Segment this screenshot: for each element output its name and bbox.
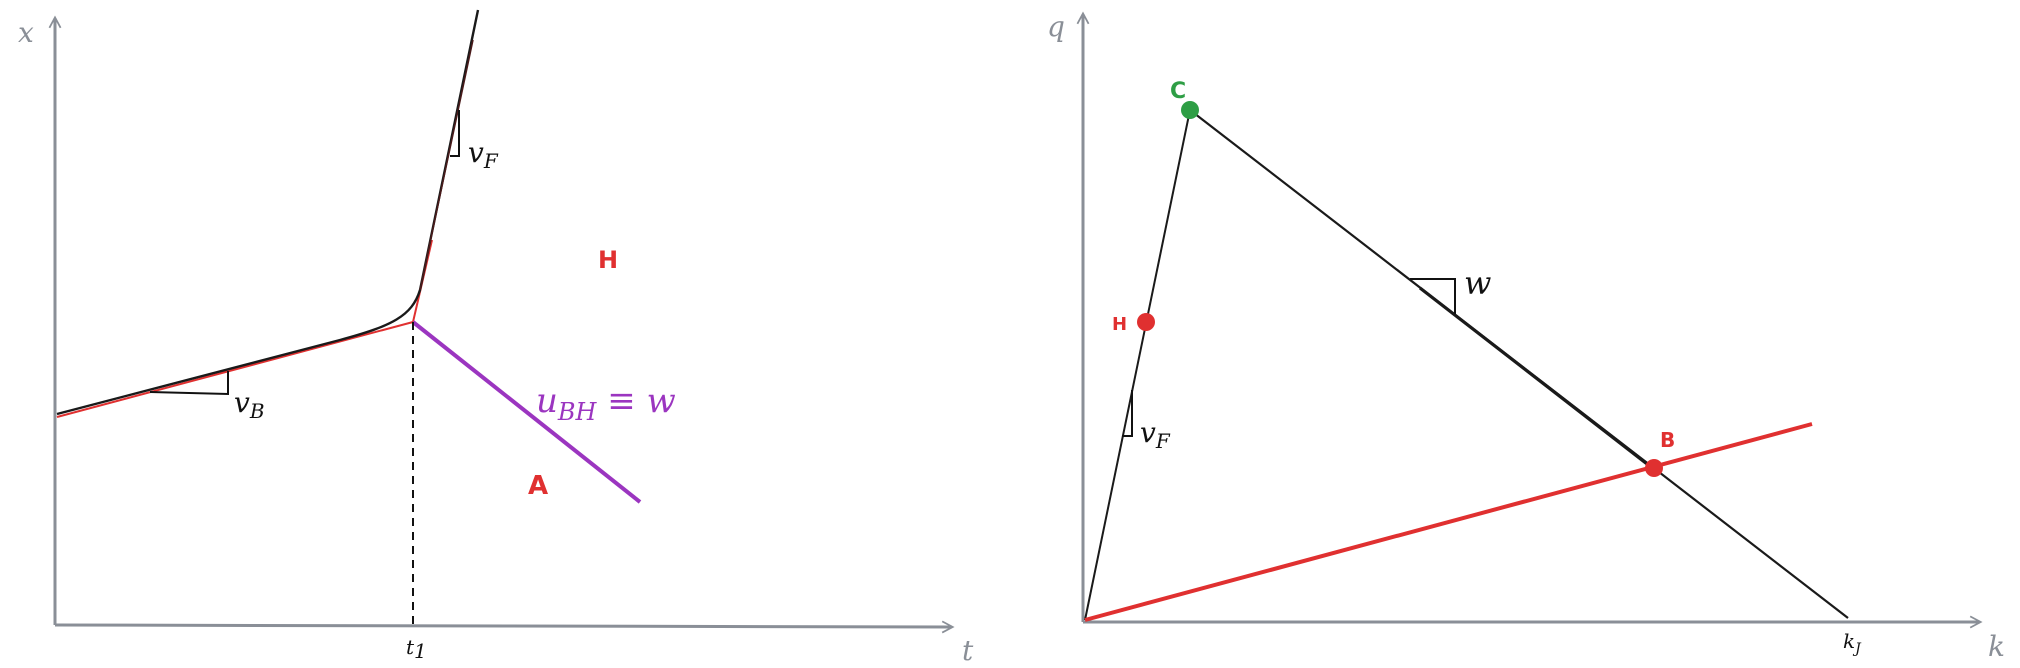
left-y-axis-label: x [18, 16, 34, 49]
left-x-axis [54, 620, 955, 634]
vF-slope-marker-right [1122, 390, 1133, 437]
t1-label: t1 [406, 635, 427, 663]
point-H-label: H [1112, 314, 1127, 335]
vB-slope-marker [149, 371, 229, 396]
left-panel: x t t1 vB vF H A uBH ≡ w [18, 9, 974, 667]
vB-label: vB [234, 386, 265, 423]
vF-slope-marker [450, 110, 460, 157]
point-B-label: B [1660, 428, 1675, 452]
left-shock-line [411, 320, 642, 504]
vF-label-left: vF [468, 136, 499, 173]
right-panel: q k C H B w vF kJ [1047, 10, 2005, 663]
left-x-axis-label: t [962, 634, 974, 667]
u-BH-equals-w-label: uBH ≡ w [536, 381, 676, 426]
point-C-label: C [1170, 79, 1186, 104]
congested-branch-thick [1419, 286, 1661, 476]
w-slope-marker [1410, 278, 1456, 314]
w-label: w [1464, 264, 1491, 302]
right-x-axis-label: k [1988, 630, 2005, 663]
free-flow-branch [1084, 109, 1191, 621]
region-A-label: A [528, 471, 548, 501]
point-C [1181, 101, 1199, 119]
left-red-line-vB [56, 321, 414, 418]
red-line-OB [1084, 422, 1813, 622]
right-y-axis-label: q [1047, 10, 1065, 43]
vF-label-right: vF [1140, 416, 1171, 453]
kJ-label: kJ [1843, 629, 1862, 657]
left-trajectory-curve-overlay [419, 39, 474, 291]
point-H [1137, 313, 1155, 331]
left-trajectory-curve [56, 9, 480, 416]
point-B [1645, 459, 1663, 477]
region-H-label: H [598, 246, 618, 274]
